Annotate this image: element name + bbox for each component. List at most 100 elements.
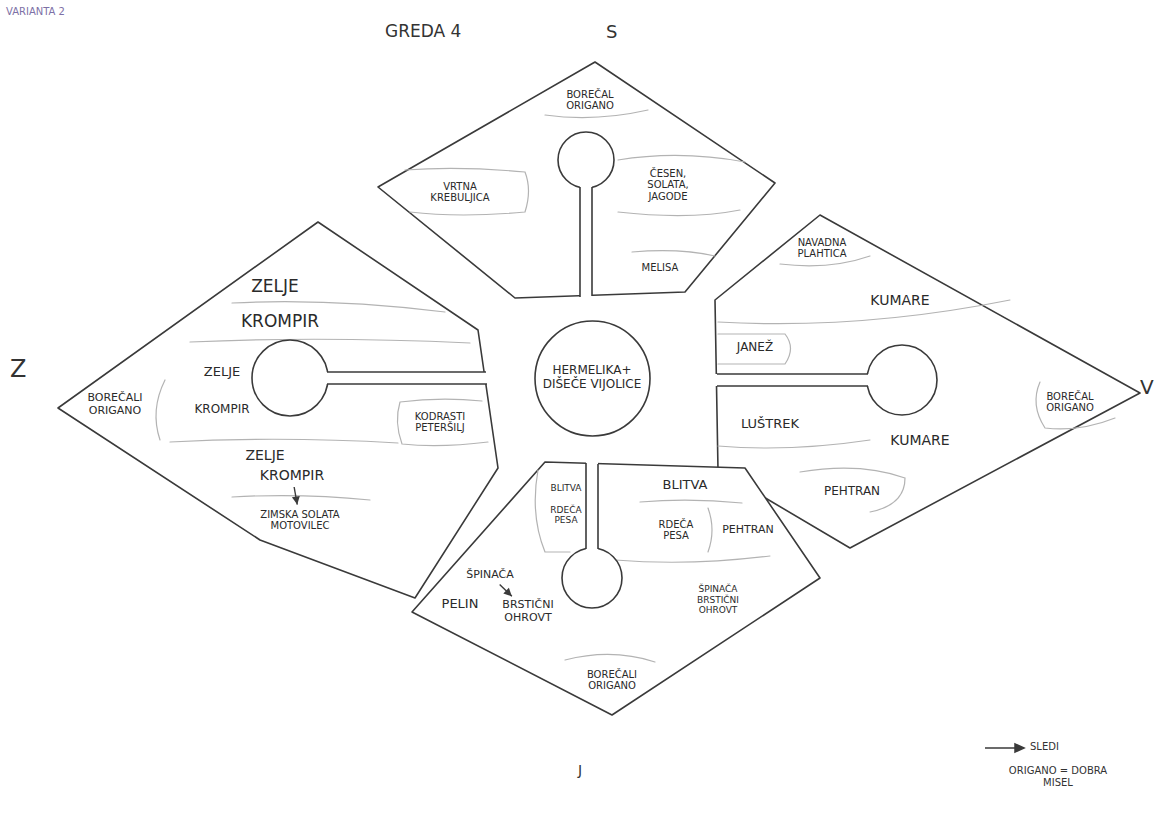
region-line (718, 334, 791, 364)
plant-area: BOREČALI ORIGANO (575, 668, 649, 693)
plant-name: BOREČALI ORIGANO (577, 669, 647, 692)
region-line (800, 468, 905, 512)
plant-name: ČESEN, SOLATA, JAGODE (637, 168, 699, 203)
path-edge (597, 464, 599, 549)
path-gap (580, 180, 592, 305)
plant-area: KROMPIR (239, 311, 321, 333)
plant-name: RDEČA PESA (652, 519, 700, 542)
path-gap (695, 374, 870, 386)
arrowhead (503, 588, 512, 596)
plant-area: LUŠTREK (739, 416, 801, 433)
plan-title: GREDA 4 (385, 22, 461, 42)
compass-letter: Z (10, 356, 26, 384)
compass-letter: J (578, 762, 582, 778)
plant-area: BLITVA (661, 477, 710, 494)
plant-area: ŠPINAČA (464, 568, 516, 583)
region-line (640, 500, 742, 503)
plant-area: RDEČA PESA (544, 504, 588, 527)
plant-name: BOREČALI ORIGANO (80, 392, 150, 417)
path-gap (320, 372, 505, 384)
keyhole-circle (558, 132, 614, 188)
keyhole-circle (867, 345, 937, 415)
plant-name: ZELJE (251, 277, 299, 297)
path-edge (717, 385, 868, 387)
note-text: ORIGANO = DOBRA MISEL (1003, 765, 1113, 788)
variant-note: VARIANTA 2 (6, 6, 65, 18)
plant-name: ZIMSKA SOLATA MOTOVILEC (253, 509, 348, 532)
region-line (718, 440, 870, 448)
center-circle: HERMELIKA+ DIŠEČE VIJOLICE (534, 320, 651, 437)
arrowhead (292, 496, 300, 505)
region-line (618, 155, 745, 162)
compass-letter: V (1140, 376, 1154, 399)
plant-name: MELISA (642, 262, 679, 274)
region-line (190, 339, 470, 343)
path-edge (717, 373, 868, 375)
region-line (565, 654, 655, 662)
region-line (232, 302, 445, 312)
plant-name: LUŠTREK (741, 417, 799, 432)
plant-name: BRSTIČNI OHROVT (492, 599, 564, 624)
region-line (545, 110, 648, 118)
plant-name: NAVADNA PLAHTICA (790, 237, 854, 260)
region-line (615, 556, 770, 562)
plant-name: KROMPIR (260, 467, 324, 483)
plant-area: BOREČALI ORIGANO (78, 391, 152, 418)
plant-area: KUMARE (868, 291, 931, 309)
region-line (405, 168, 529, 215)
region-line (156, 380, 165, 440)
plant-area: VRTNA KREBULJICA (418, 180, 502, 205)
plant-name: KUMARE (890, 432, 949, 448)
path-edge (585, 463, 587, 549)
plant-name: HERMELIKA+ DIŠEČE VIJOLICE (542, 364, 642, 392)
plant-area: RDEČA PESA (650, 518, 702, 543)
legend-text: SLEDI (1030, 741, 1059, 753)
plant-area: PEHTRAN (720, 523, 776, 538)
plant-name: BOREČAL ORIGANO (550, 89, 630, 112)
region-line (718, 300, 1010, 324)
plant-area: BOREČAL ORIGANO (1038, 390, 1102, 415)
plant-name: VRTNA KREBULJICA (420, 181, 500, 204)
plant-name: PELIN (442, 597, 479, 612)
plant-name: ZELJE (204, 365, 240, 380)
plant-area: ŠPINAČA BRSTIČNI OHROVT (686, 583, 750, 616)
plant-name: KROMPIR (241, 312, 319, 332)
plant-name: BOREČAL ORIGANO (1040, 391, 1100, 414)
plant-area: ČESEN, SOLATA, JAGODE (635, 167, 701, 204)
plant-area: KROMPIR (192, 402, 251, 418)
plant-name: PEHTRAN (722, 524, 774, 537)
region-line (397, 399, 488, 445)
keyhole-circle (252, 340, 328, 416)
garden-bed (412, 462, 820, 715)
path-gap (586, 440, 598, 555)
plant-name: BLITVA (550, 483, 581, 493)
plant-name: RDEČA PESA (546, 505, 586, 526)
plant-name: KUMARE (870, 292, 929, 308)
region-line (632, 251, 715, 256)
plant-area: KODRASTI PETERŠILJ (402, 410, 478, 435)
legend-arrowhead (1015, 744, 1024, 752)
legend-arrow (985, 747, 1016, 749)
plant-name: ŠPINAČA (466, 569, 514, 582)
path-edge (327, 371, 486, 373)
plant-area: BOREČAL ORIGANO (548, 88, 632, 113)
region-line (708, 508, 712, 552)
plant-area: JANEŽ (735, 340, 775, 356)
plant-area: NAVADNA PLAHTICA (788, 236, 856, 261)
plant-name: KODRASTI PETERŠILJ (404, 411, 476, 434)
circle-shape (535, 321, 650, 436)
compass-letter: S (606, 22, 617, 43)
garden-bed (378, 62, 775, 298)
plant-area: BRSTIČNI OHROVT (490, 598, 566, 625)
follow-arrow (500, 584, 512, 596)
plant-name: ŠPINAČA BRSTIČNI OHROVT (688, 584, 748, 615)
plant-name: KROMPIR (194, 403, 249, 417)
region-line (170, 439, 398, 443)
plant-area: ZELJE (202, 364, 242, 381)
plant-area: MELISA (640, 261, 681, 275)
plant-area: ZIMSKA SOLATA MOTOVILEC (251, 508, 350, 533)
plant-area: ZELJE (243, 446, 286, 464)
plant-name: PEHTRAN (824, 485, 880, 499)
garden-bed (58, 222, 498, 598)
plant-area: BLITVA (548, 482, 583, 494)
